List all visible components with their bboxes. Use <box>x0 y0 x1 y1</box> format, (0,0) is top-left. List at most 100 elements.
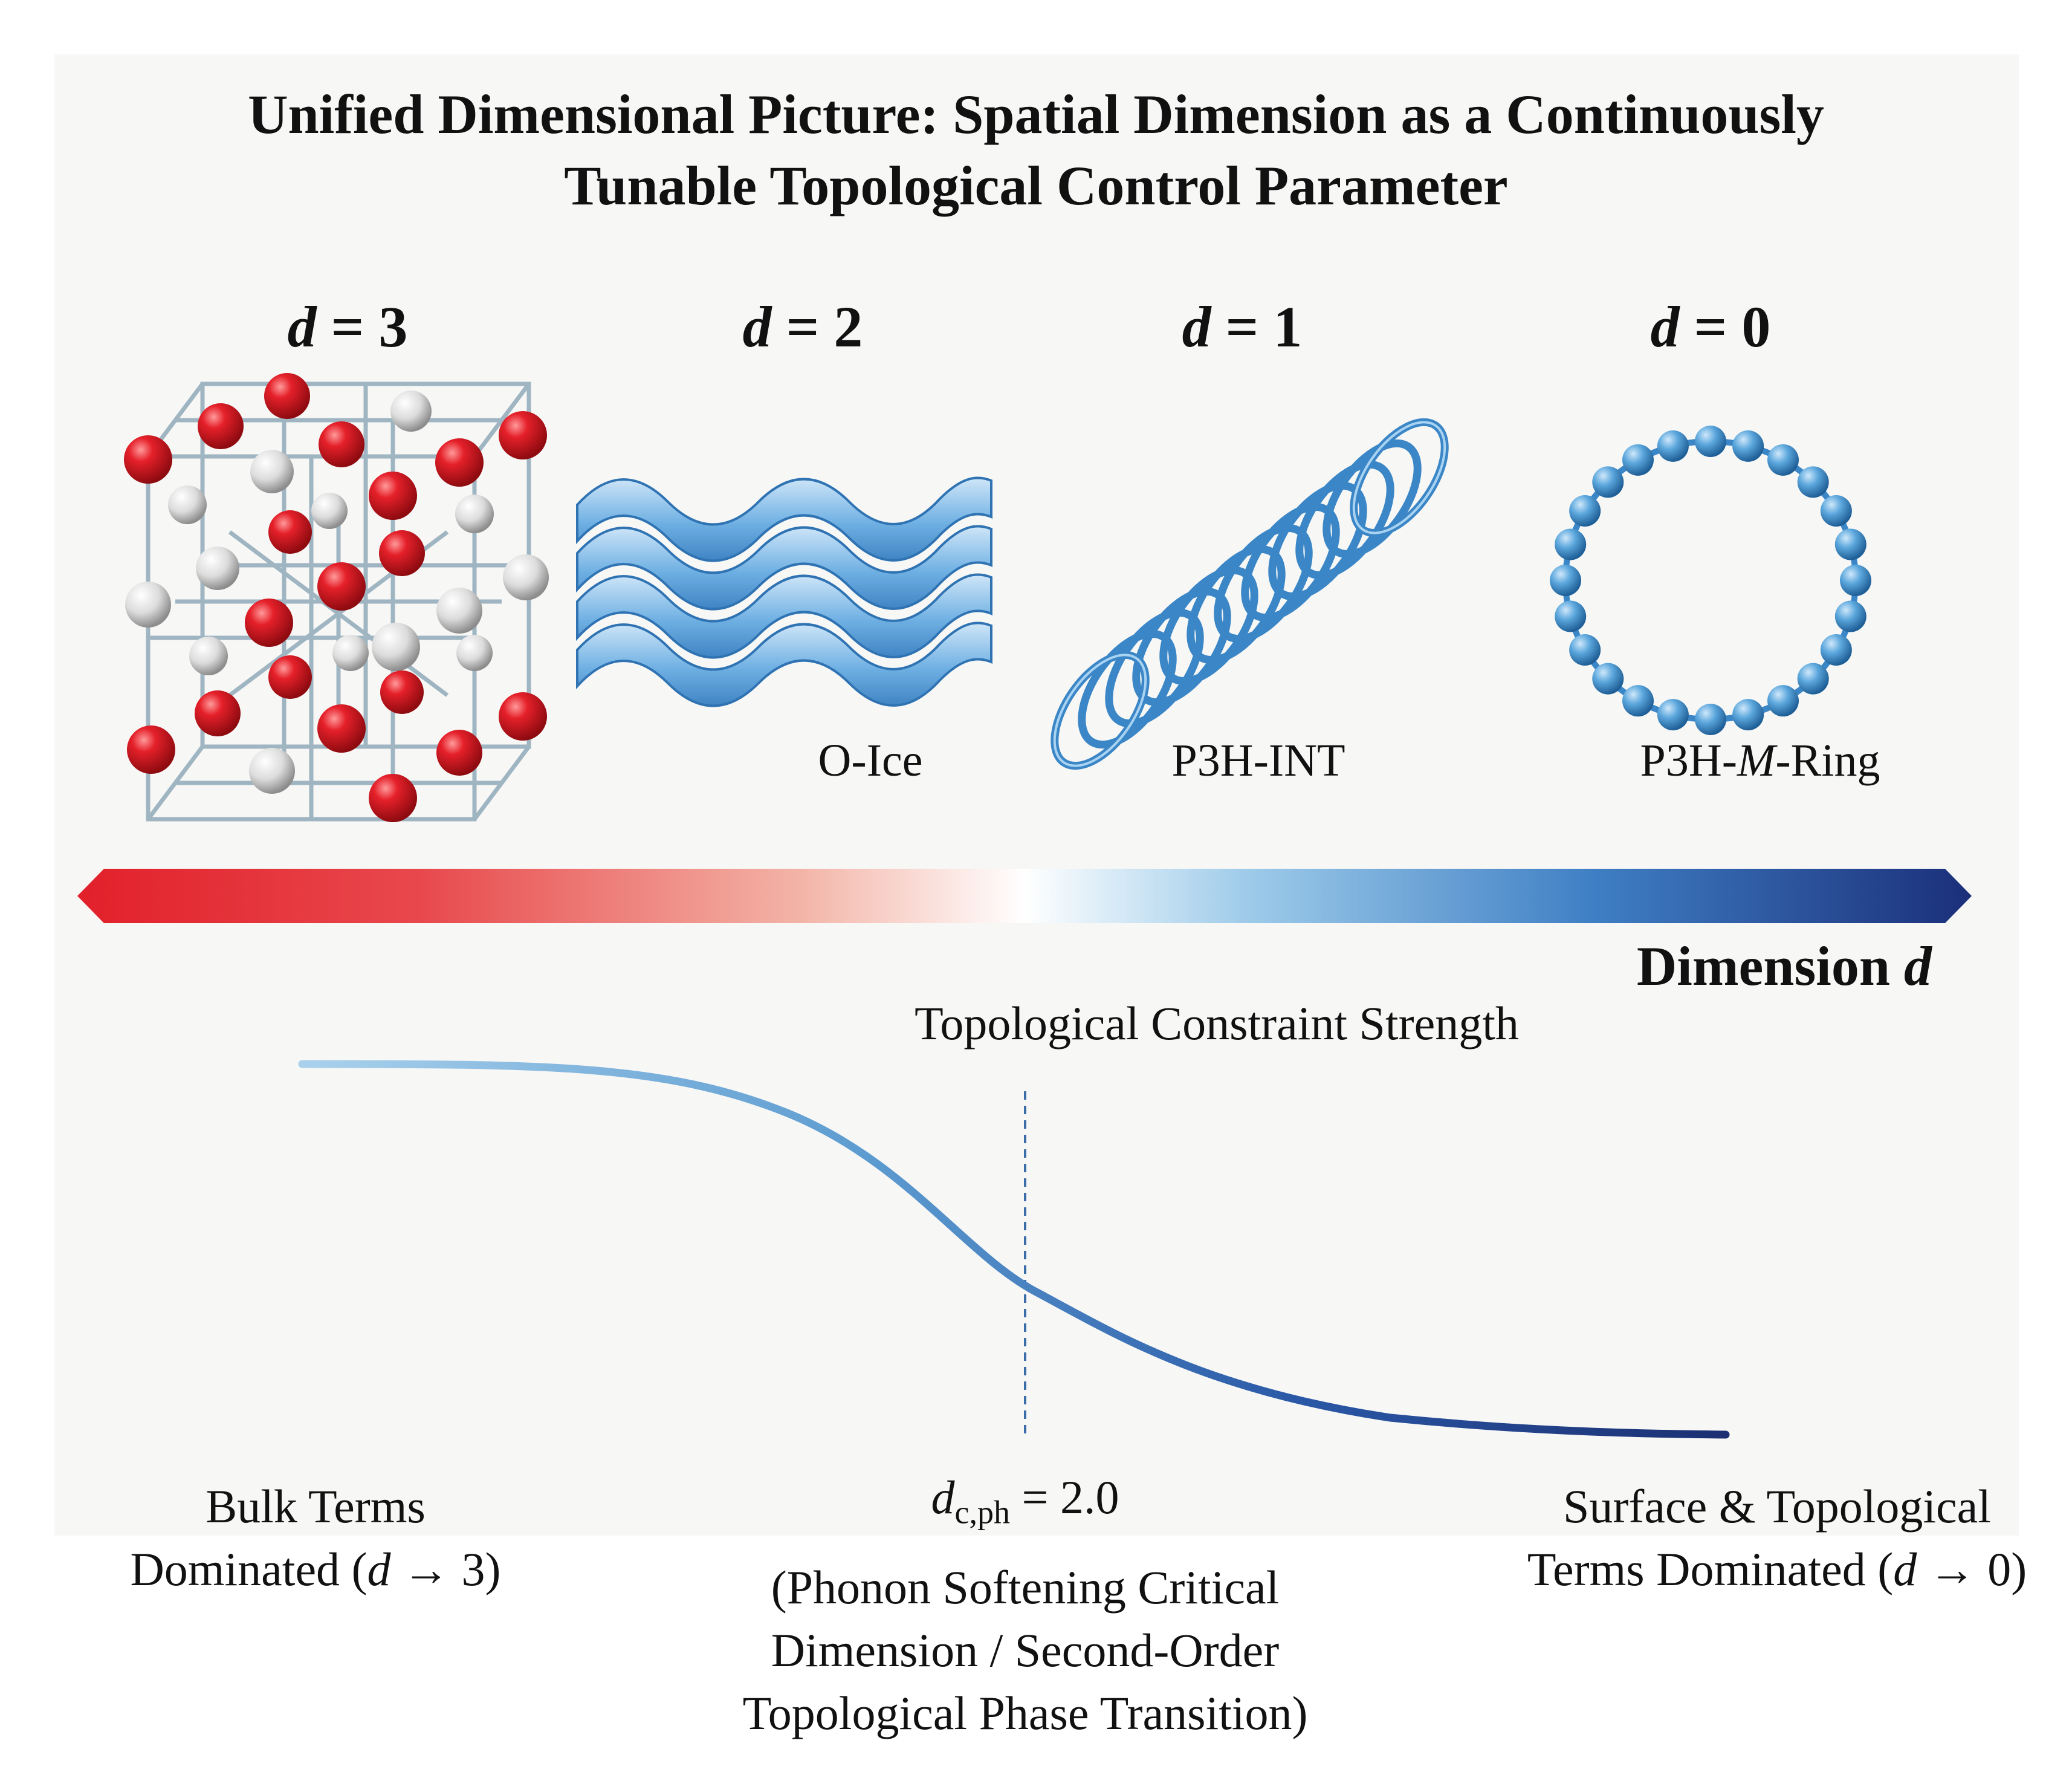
equals-sign: = <box>786 294 820 359</box>
oxygen-atom <box>435 438 484 487</box>
sheet-layer <box>576 525 992 611</box>
ring-bead <box>1569 634 1601 666</box>
hydrogen-atom <box>189 637 228 675</box>
right-annotation: Surface & Topological Terms Dominated (d… <box>1527 1475 2027 1601</box>
dimension-value: 3 <box>378 294 408 359</box>
critical-value-line: dc,ph = 2.0 <box>743 1466 1308 1544</box>
ring-bead <box>1622 444 1654 476</box>
oxygen-atom <box>264 373 310 419</box>
oxygen-atom <box>268 510 312 554</box>
left-annotation: Bulk Terms Dominated (d → 3) <box>130 1475 500 1601</box>
ring-bead <box>1767 444 1799 476</box>
hydrogen-atom <box>311 493 348 529</box>
dimension-axis-title: Dimension d <box>1637 934 1932 998</box>
hydrogen-atom <box>332 635 369 671</box>
ring-bead <box>1797 663 1829 695</box>
right-annotation-limit: → 0) <box>1917 1543 2027 1595</box>
sheet-layer <box>576 476 992 562</box>
oxygen-atom <box>369 774 417 822</box>
oxygen-atom <box>499 692 547 741</box>
hydrogen-atom <box>168 485 207 524</box>
critical-value: = 2.0 <box>1021 1471 1119 1524</box>
ring-bead <box>1592 466 1624 498</box>
ring-bead <box>1840 565 1871 596</box>
curve-title: Topological Constraint Strength <box>915 997 1519 1050</box>
left-annotation-line-1: Bulk Terms <box>206 1480 426 1533</box>
right-annotation-line-2: Terms Dominated (d → 0) <box>1527 1538 2027 1601</box>
ring-bead <box>1555 528 1587 560</box>
oxygen-atom <box>268 655 312 699</box>
critical-subscript: c,ph <box>954 1494 1010 1531</box>
bead-ring-icon <box>1550 426 1871 735</box>
ring-bead <box>1569 495 1601 527</box>
right-annotation-line-1: Surface & Topological <box>1563 1480 1991 1533</box>
ring-bead <box>1695 426 1726 457</box>
caption-o-ice: O-Ice <box>818 735 923 786</box>
oxygen-atom <box>436 730 482 776</box>
ring-bead <box>1767 685 1799 717</box>
critical-symbol: d <box>931 1471 955 1524</box>
critical-desc-line-2: Dimension / Second-Order <box>771 1623 1280 1676</box>
left-annotation-text: Dominated ( <box>130 1543 367 1595</box>
equals-sign: = <box>331 294 364 359</box>
hydrogen-atom <box>249 748 295 794</box>
ring-bead <box>1555 600 1587 632</box>
critical-desc-line-3: Topological Phase Transition) <box>742 1686 1308 1739</box>
oxygen-atom <box>317 704 366 753</box>
left-annotation-symbol: d <box>367 1543 391 1595</box>
figure-title: Unified Dimensional Picture: Spatial Dim… <box>0 79 2072 221</box>
constraint-strength-curve <box>298 1060 1730 1439</box>
caption-p3h-int: P3H-INT <box>1171 735 1345 786</box>
ring-bead <box>1834 600 1866 632</box>
oxygen-atom <box>380 670 424 714</box>
ring-bead <box>1732 699 1764 731</box>
oxygen-atom <box>245 599 293 647</box>
oxygen-atom <box>317 562 366 611</box>
dimension-value: 0 <box>1741 294 1771 359</box>
title-line-2: Tunable Topological Control Parameter <box>564 155 1508 216</box>
ring-bead <box>1592 663 1624 695</box>
ring-bead <box>1820 495 1852 527</box>
title-line-1: Unified Dimensional Picture: Spatial Dim… <box>248 83 1824 145</box>
hydrogen-atom <box>436 588 482 634</box>
axis-title-symbol: d <box>1904 935 1932 997</box>
oxygen-atom <box>127 725 175 774</box>
axis-title-text: Dimension <box>1636 935 1890 997</box>
critical-annotation: dc,ph = 2.0 (Phonon Softening Critical D… <box>743 1466 1308 1745</box>
helix-highlight <box>1053 421 1446 767</box>
lattice-atoms <box>124 373 549 822</box>
d-symbol: d <box>1182 294 1211 359</box>
sheet-layer <box>576 621 992 707</box>
helix-coil-icon <box>1051 418 1449 770</box>
hydrogen-atom <box>456 635 493 671</box>
ring-bead <box>1657 430 1689 462</box>
ring-bead <box>1834 528 1866 560</box>
ring-bead <box>1657 699 1689 731</box>
left-annotation-line-2: Dominated (d → 3) <box>130 1538 500 1601</box>
dimension-label-2: d = 2 <box>743 293 863 360</box>
dimension-value: 1 <box>1273 294 1303 359</box>
hydrogen-atom <box>372 623 420 671</box>
d-symbol: d <box>742 294 772 359</box>
caption-p3h-m-ring: P3H-M-Ring <box>1640 735 1880 787</box>
sheet-layer <box>576 573 992 659</box>
dimension-label-3: d = 3 <box>288 293 408 360</box>
d-symbol: d <box>287 294 317 359</box>
ring-bead <box>1622 685 1654 717</box>
right-annotation-text: Terms Dominated ( <box>1527 1543 1894 1595</box>
ring-bead <box>1820 634 1852 666</box>
equals-sign: = <box>1694 294 1727 359</box>
caption-part: -Ring <box>1775 735 1880 786</box>
caption-italic-m: M <box>1737 735 1776 786</box>
oxygen-atom <box>198 403 244 449</box>
dimension-label-0: d = 0 <box>1651 293 1771 360</box>
hydrogen-atom <box>390 391 432 432</box>
d-symbol: d <box>1650 294 1680 359</box>
ring-bead <box>1550 565 1581 596</box>
hydrogen-atom <box>250 450 294 493</box>
right-annotation-symbol: d <box>1893 1543 1917 1595</box>
oxygen-atom <box>499 411 547 459</box>
dimension-label-1: d = 1 <box>1182 293 1303 360</box>
equals-sign: = <box>1225 294 1259 359</box>
dimension-arrow <box>77 869 1972 923</box>
